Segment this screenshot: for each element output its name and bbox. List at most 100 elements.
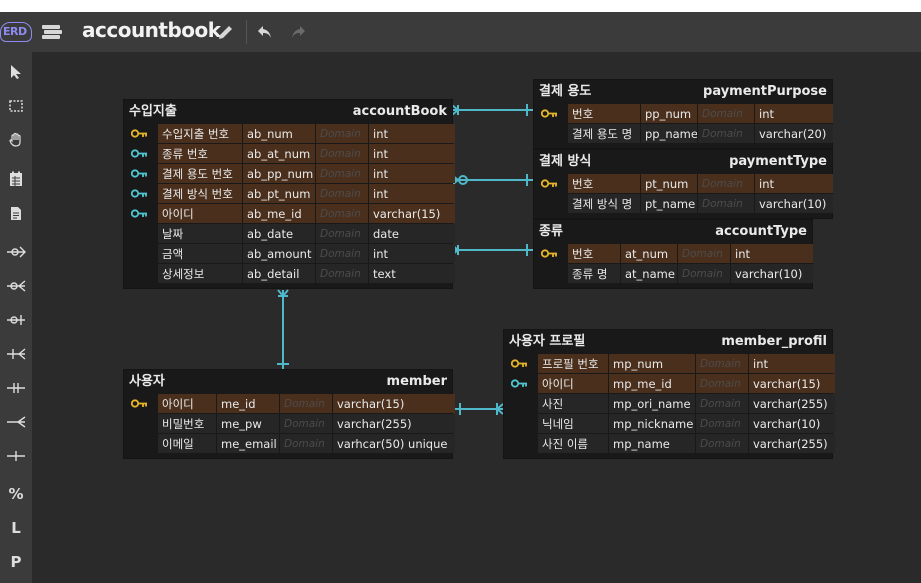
column-domain[interactable]: Domain xyxy=(280,414,332,433)
column-datatype[interactable]: int xyxy=(369,244,455,263)
column-datatype[interactable]: varhcar(50) unique xyxy=(333,434,455,453)
p-tool[interactable]: P xyxy=(10,553,22,571)
column-domain[interactable]: Domain xyxy=(316,244,368,263)
zero-n-relation-icon[interactable] xyxy=(4,274,28,298)
column-logical-name[interactable]: 비밀번호 xyxy=(158,414,216,433)
column-logical-name[interactable]: 아이디 xyxy=(158,204,242,223)
column-datatype[interactable]: int xyxy=(749,354,835,373)
column-datatype[interactable]: varchar(10) xyxy=(755,194,833,213)
column-domain[interactable]: Domain xyxy=(696,354,748,373)
column-domain[interactable]: Domain xyxy=(316,204,368,223)
column-datatype[interactable]: int xyxy=(369,184,455,203)
column-domain[interactable]: Domain xyxy=(316,124,368,143)
column-physical-name[interactable]: ab_date xyxy=(243,224,315,243)
column-domain[interactable]: Domain xyxy=(696,414,748,433)
column-logical-name[interactable]: 상세정보 xyxy=(158,264,242,283)
column-physical-name[interactable]: ab_me_id xyxy=(243,204,315,223)
column-physical-name[interactable]: mp_name xyxy=(609,434,695,453)
column-logical-name[interactable]: 종류 명 xyxy=(568,264,620,283)
column-logical-name[interactable]: 수입지출 번호 xyxy=(158,124,242,143)
column-physical-name[interactable]: mp_num xyxy=(609,354,695,373)
one-n-relation-icon[interactable] xyxy=(4,342,28,366)
column-datatype[interactable]: varchar(10) xyxy=(731,264,813,283)
column-logical-name[interactable]: 금액 xyxy=(158,244,242,263)
column-datatype[interactable]: int xyxy=(731,244,813,263)
column-logical-name[interactable]: 아이디 xyxy=(538,374,608,393)
column-logical-name[interactable]: 결제 용도 명 xyxy=(568,124,640,143)
column-physical-name[interactable]: pt_num xyxy=(641,174,697,193)
pencil-icon[interactable] xyxy=(216,22,236,42)
column-logical-name[interactable]: 아이디 xyxy=(158,394,216,413)
column-physical-name[interactable]: me_email xyxy=(217,434,279,453)
column-logical-name[interactable]: 날짜 xyxy=(158,224,242,243)
n-relation-icon[interactable] xyxy=(4,410,28,434)
column-domain[interactable]: Domain xyxy=(316,164,368,183)
column-logical-name[interactable]: 결제 방식 번호 xyxy=(158,184,242,203)
column-logical-name[interactable]: 닉네임 xyxy=(538,414,608,433)
hand-tool-icon[interactable] xyxy=(4,128,28,152)
column-logical-name[interactable]: 번호 xyxy=(568,174,640,193)
column-logical-name[interactable]: 결제 용도 번호 xyxy=(158,164,242,183)
one-relation-icon[interactable] xyxy=(4,444,28,468)
column-domain[interactable]: Domain xyxy=(678,264,730,283)
column-domain[interactable]: Domain xyxy=(696,434,748,453)
column-physical-name[interactable]: mp_ori_name xyxy=(609,394,695,413)
column-domain[interactable]: Domain xyxy=(280,394,332,413)
column-datatype[interactable]: varchar(255) xyxy=(749,394,835,413)
undo-icon[interactable] xyxy=(255,22,275,42)
column-logical-name[interactable]: 번호 xyxy=(568,104,640,123)
column-datatype[interactable]: varchar(255) xyxy=(333,414,455,433)
column-logical-name[interactable]: 종류 번호 xyxy=(158,144,242,163)
zero-one-n-relation-icon[interactable] xyxy=(4,240,28,264)
column-logical-name[interactable]: 사진 xyxy=(538,394,608,413)
column-domain[interactable]: Domain xyxy=(678,244,730,263)
column-physical-name[interactable]: me_pw xyxy=(217,414,279,433)
column-datatype[interactable]: varchar(15) xyxy=(749,374,835,393)
column-physical-name[interactable]: ab_num xyxy=(243,124,315,143)
app-title[interactable]: accountbook xyxy=(82,18,221,42)
column-logical-name[interactable]: 프로필 번호 xyxy=(538,354,608,373)
identifying-relation-tool[interactable]: % xyxy=(8,485,24,503)
column-physical-name[interactable]: at_name xyxy=(621,264,677,283)
column-datatype[interactable]: text xyxy=(369,264,455,283)
column-domain[interactable]: Domain xyxy=(696,374,748,393)
column-datatype[interactable]: int xyxy=(369,144,455,163)
column-physical-name[interactable]: ab_detail xyxy=(243,264,315,283)
column-datatype[interactable]: varchar(10) xyxy=(749,414,835,433)
one-only-relation-icon[interactable] xyxy=(4,376,28,400)
column-domain[interactable]: Domain xyxy=(316,264,368,283)
column-datatype[interactable]: date xyxy=(369,224,455,243)
erd-logo[interactable]: ERD xyxy=(0,22,32,42)
column-domain[interactable]: Domain xyxy=(316,224,368,243)
column-logical-name[interactable]: 사진 이름 xyxy=(538,434,608,453)
column-domain[interactable]: Domain xyxy=(316,184,368,203)
column-datatype[interactable]: int xyxy=(369,164,455,183)
column-domain[interactable]: Domain xyxy=(698,194,754,213)
column-physical-name[interactable]: ab_at_num xyxy=(243,144,315,163)
column-logical-name[interactable]: 이메일 xyxy=(158,434,216,453)
column-physical-name[interactable]: ab_pt_num xyxy=(243,184,315,203)
